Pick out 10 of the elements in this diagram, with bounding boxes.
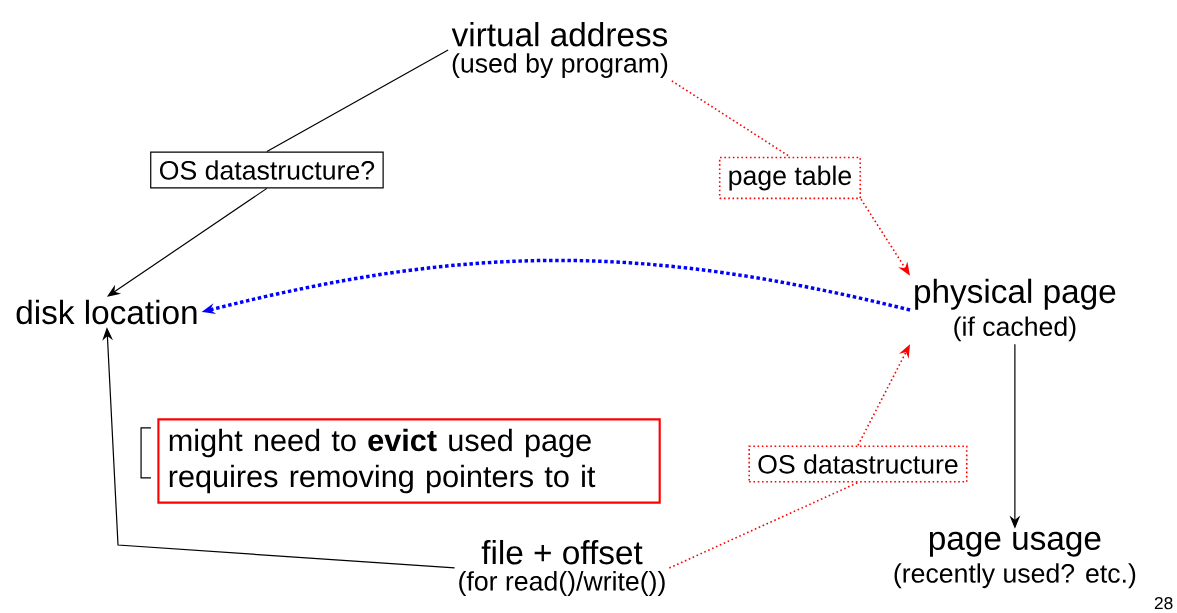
address-label: virtual address (used by program) (451, 22, 668, 78)
page-label: physical page (if cached) (915, 278, 1116, 342)
structure-box: OS datastructure (748, 445, 968, 483)
usage-label: page usage (recently used? etc.) (894, 531, 1136, 589)
file-label: file + offset (for read()/write()) (459, 539, 665, 596)
structure-box: OS datastructure? (150, 151, 384, 189)
page-number: 28 (1154, 597, 1173, 610)
location-label: disk location (16, 299, 197, 325)
note-box: might need to evict used page requires removing pointers to it (157, 418, 661, 504)
table-box: page table (718, 156, 862, 200)
